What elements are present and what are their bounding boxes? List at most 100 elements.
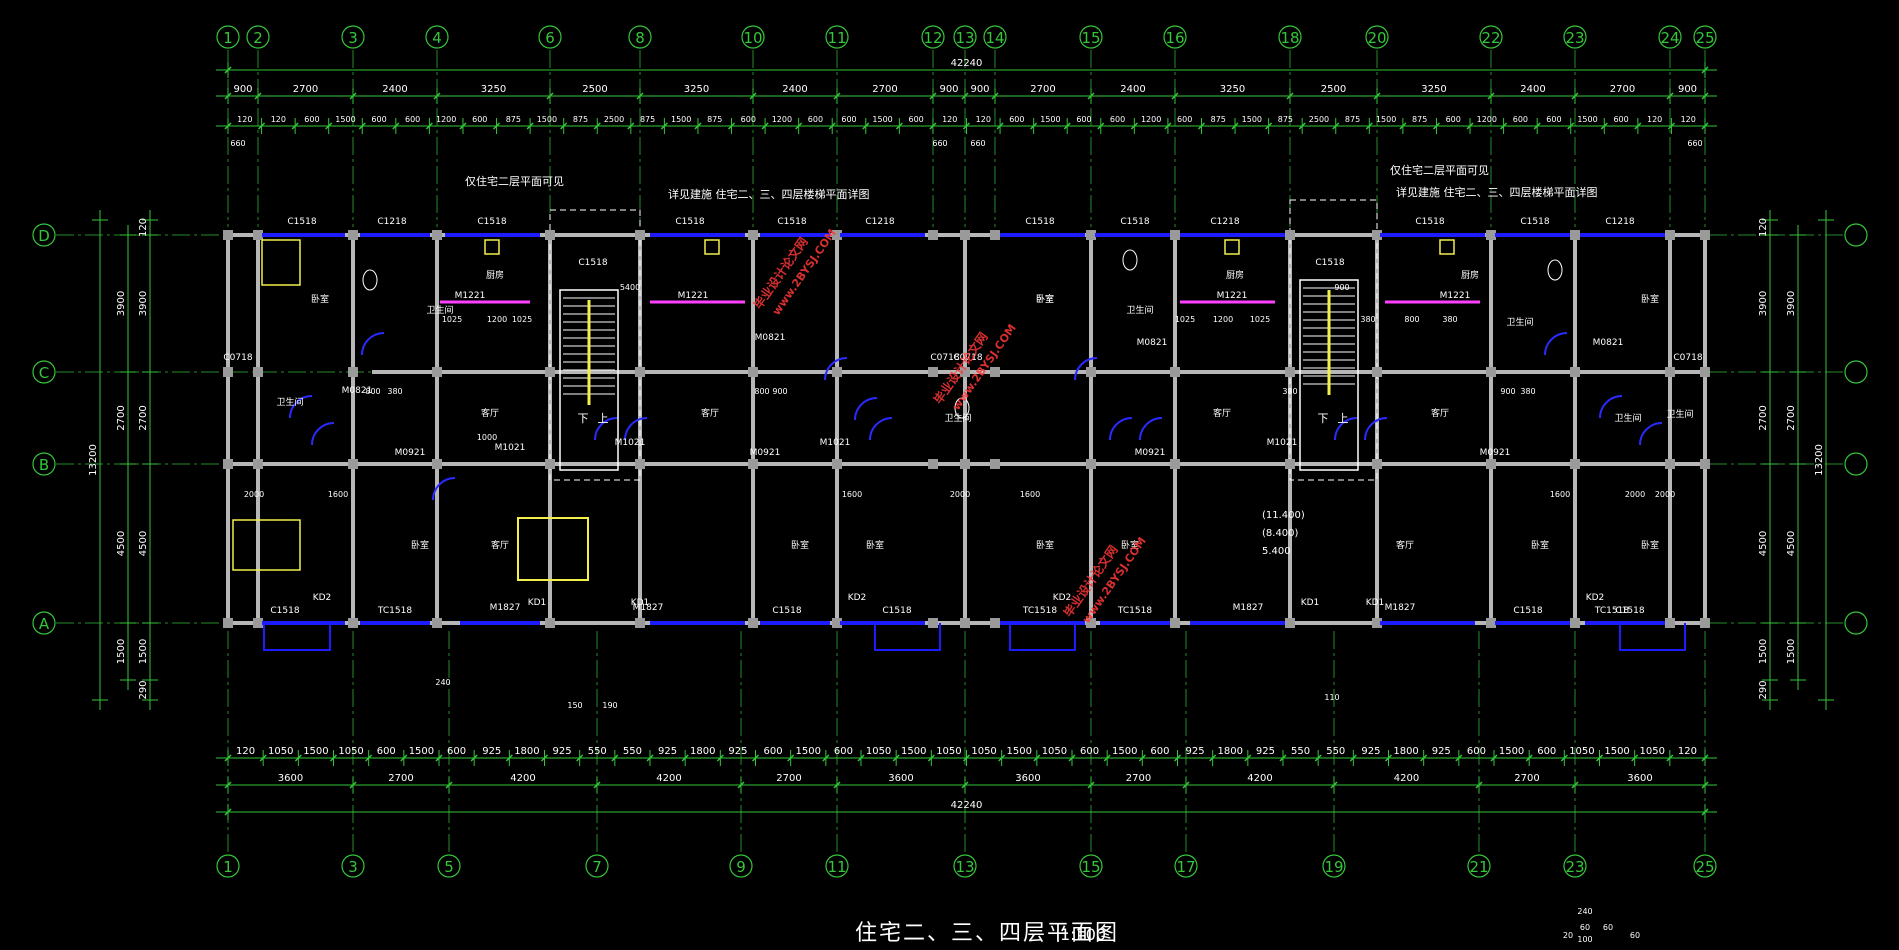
column	[748, 459, 758, 469]
column	[1486, 367, 1496, 377]
dim-bottom-row1-text: 1500	[796, 746, 821, 757]
axis-label-left: A	[39, 615, 50, 633]
dim-top-row2-text: 600	[1076, 115, 1091, 124]
column	[1170, 367, 1180, 377]
dim-bottom-row1-slash	[259, 754, 267, 762]
toilet	[362, 269, 378, 291]
dim-top-row2-text: 600	[741, 115, 756, 124]
axis-label-top: 22	[1481, 29, 1500, 47]
dim-bottom-row1-text: 1050	[866, 746, 891, 757]
dim-left-inner-text: 2700	[116, 405, 127, 430]
dim-top-row2-slash	[1399, 122, 1407, 130]
column	[1086, 367, 1096, 377]
door-label: KD1	[1301, 598, 1320, 608]
dim-top-row2-slash	[660, 122, 668, 130]
dim-bottom-row1-slash	[1455, 754, 1463, 762]
dim-bottom-row1-slash	[892, 754, 900, 762]
dim-top-row1-slash	[349, 92, 357, 100]
dim-top-row2-slash	[761, 122, 769, 130]
dim-bottom-row2-text: 4200	[1247, 773, 1272, 784]
misc-dimension: 2000	[1655, 490, 1675, 499]
column	[635, 367, 645, 377]
dim-bottom-row1-text: 1500	[1112, 746, 1137, 757]
door-label: M1021	[615, 438, 646, 448]
column	[635, 459, 645, 469]
dim-bottom-row1-text: 1800	[1393, 746, 1418, 757]
room-label: 卧室	[866, 539, 884, 551]
dim-bottom-row1-text: 550	[623, 746, 642, 757]
dim-top-row1-slash	[1666, 92, 1674, 100]
window-label: C1218	[1605, 217, 1634, 227]
room-label: 卫生间	[944, 412, 971, 424]
dim-bottom-row1-text: 600	[447, 746, 466, 757]
column	[960, 230, 970, 240]
axis-label-bottom: 5	[444, 858, 454, 876]
axis-bubble-right	[1844, 611, 1868, 635]
axis-label-bottom: 7	[592, 858, 602, 876]
axis-label-top: 23	[1565, 29, 1584, 47]
axis-label-top: 11	[827, 29, 846, 47]
misc-dimension: 800	[365, 387, 380, 396]
column	[748, 230, 758, 240]
dim-bottom-row2-text: 3600	[888, 773, 913, 784]
axis-bubble-top	[741, 25, 765, 49]
axis-bubble-top	[538, 25, 562, 49]
dim-top-row1-slash	[1373, 92, 1381, 100]
misc-dimension: 380	[387, 387, 402, 396]
axis-label-bottom: 21	[1469, 858, 1488, 876]
misc-dimension: 1200	[1213, 315, 1233, 324]
dim-top-row2-slash	[593, 122, 601, 130]
window-label: C1218	[865, 217, 894, 227]
dim-bottom-row1-text: 120	[236, 746, 255, 757]
axis-label-top: 20	[1367, 29, 1386, 47]
axis-bubble-bottom	[585, 854, 609, 878]
dim-top-row1-slash	[749, 92, 757, 100]
dim-top-row2-text: 600	[1446, 115, 1461, 124]
axis-label-bottom: 17	[1176, 858, 1195, 876]
dim-top-row1-slash	[961, 92, 969, 100]
dim-top-row1-slash	[1701, 92, 1709, 100]
dim-bottom-row1-text: 1500	[303, 746, 328, 757]
dim-top-row1-slash	[1487, 92, 1495, 100]
axis-label-bottom: 1	[223, 858, 233, 876]
dim-top-row2-text: 600	[1177, 115, 1192, 124]
axis-bubble-left	[32, 611, 56, 635]
dim-top-row1-text: 2500	[582, 84, 607, 95]
column	[1285, 230, 1295, 240]
dim-top-row2-text: 600	[1110, 115, 1125, 124]
dim-bottom-row2-slash	[445, 781, 453, 789]
axis-bubble-top	[1479, 25, 1503, 49]
column	[748, 618, 758, 628]
column	[1285, 459, 1295, 469]
dim-top-row2-slash	[1231, 122, 1239, 130]
dim-bottom-row1-slash	[576, 754, 584, 762]
misc-dimension: 1200	[487, 315, 507, 324]
dim-top-row2-slash	[895, 122, 903, 130]
axis-label-top: 15	[1081, 29, 1100, 47]
misc-dimension: 900	[772, 387, 787, 396]
dim-top-row1-slash	[433, 92, 441, 100]
dim-bottom-row1-slash	[505, 754, 513, 762]
misc-dimension: 900	[1500, 387, 1515, 396]
door-label: KD2	[1053, 593, 1072, 603]
dim-top-row2-slash	[1432, 122, 1440, 130]
door-swing	[289, 395, 313, 419]
door-swing	[1599, 395, 1623, 419]
door-label: M1221	[455, 291, 486, 301]
bay-window	[874, 623, 941, 651]
dim-top-row1-slash	[1286, 92, 1294, 100]
elevation-mark: 5.400	[1262, 546, 1291, 557]
bay-window	[1009, 623, 1076, 651]
column	[960, 367, 970, 377]
axis-bubble-bottom	[825, 854, 849, 878]
axis-bubble-bottom	[437, 854, 461, 878]
dim-bottom-row1-text: 925	[482, 746, 501, 757]
column	[1372, 367, 1382, 377]
dim-bottom-row1-text: 925	[1186, 746, 1205, 757]
stair-direction: 上	[598, 412, 609, 425]
column	[635, 618, 645, 628]
toilet	[1547, 259, 1563, 281]
dim-top-row2-text: 1500	[1040, 115, 1060, 124]
